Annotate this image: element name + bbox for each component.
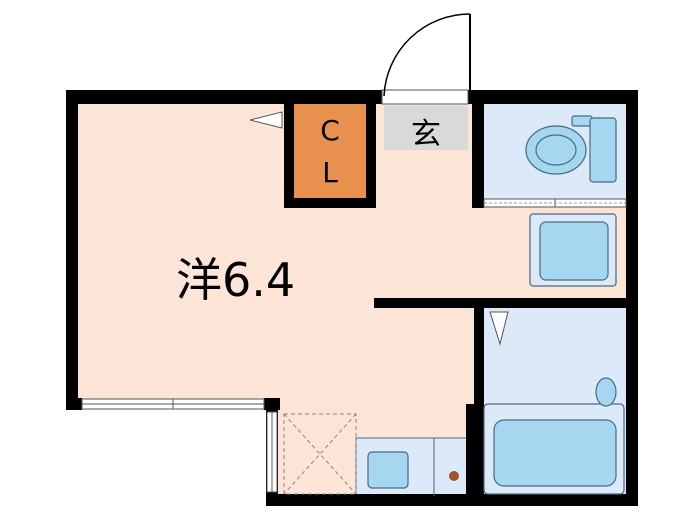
toilet-icon (525, 115, 617, 183)
walls (66, 90, 638, 506)
western-room-label: 洋6.4 (176, 253, 295, 307)
closet-floor (294, 104, 366, 200)
wall-bottom-left (66, 398, 82, 410)
fridge-space-icon (283, 413, 357, 495)
closet-wall-bottom (284, 198, 376, 208)
wall-top-left (66, 90, 382, 104)
closet-label-l: L (322, 156, 338, 189)
closet-door-arrow (249, 111, 283, 129)
wall-left (66, 90, 78, 410)
entrance-label: 玄 (411, 117, 441, 152)
windows (81, 398, 278, 493)
entrance-floor (384, 106, 468, 150)
wall-top-right (468, 90, 636, 104)
stove-burner-icon (449, 471, 459, 481)
kitchen-wall-right (466, 404, 474, 504)
partition-wall (374, 298, 638, 308)
toilet-sliding-door (483, 198, 627, 208)
toilet-wall-bottom (472, 198, 484, 208)
closet-label-c: C (320, 114, 340, 147)
bathroom-door-arrow (489, 311, 509, 346)
kitchen-sink-icon (367, 438, 459, 496)
toilet-wall-left (472, 90, 484, 202)
wall-bottom (266, 494, 638, 506)
closet-wall-left (284, 90, 294, 208)
bathroom-wall-left (474, 304, 484, 504)
bathtub-icon (483, 377, 625, 495)
entrance-door (381, 13, 471, 105)
closet-wall-right (366, 90, 376, 208)
washbasin-icon (529, 213, 617, 287)
